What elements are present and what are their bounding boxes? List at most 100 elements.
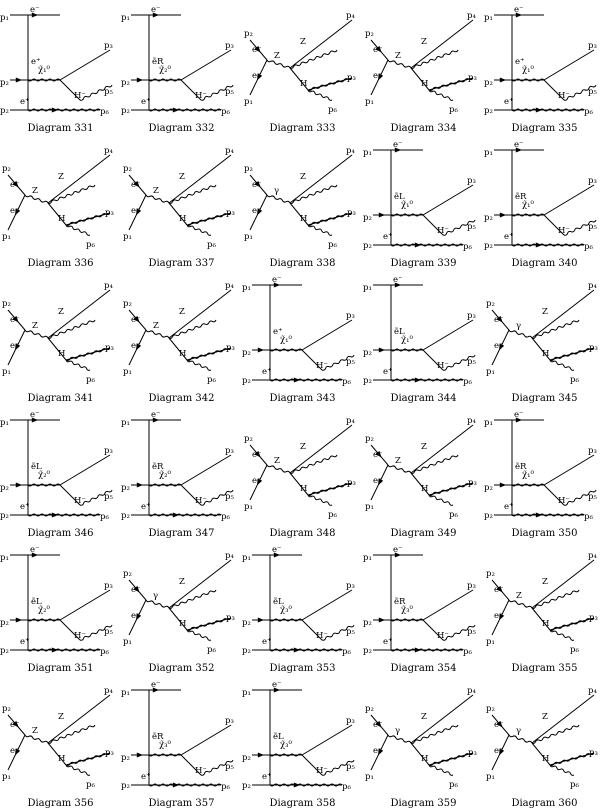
outgoing-boson (549, 629, 575, 641)
arrow-head (15, 77, 23, 83)
label-eL: ẽL (273, 596, 284, 607)
outgoing-boson (47, 184, 96, 204)
label-em: e⁻ (373, 746, 383, 756)
label-H: H (300, 79, 307, 89)
label-em: e⁻ (373, 720, 383, 730)
neutralino (148, 753, 182, 757)
neutralino (269, 753, 303, 757)
outgoing-line (410, 424, 474, 474)
label-p2: p₂ (486, 299, 495, 309)
outgoing-boson (442, 354, 476, 371)
label-p4: p₄ (225, 551, 234, 561)
diagram-caption: Diagram 348 (269, 528, 336, 539)
label-p6: p₆ (207, 375, 216, 385)
label-Hm: H⁻ (195, 91, 207, 101)
arrow-head (378, 212, 386, 218)
arrow-head (257, 752, 265, 758)
label-p2: p₂ (365, 704, 374, 714)
label-p1: p₁ (244, 232, 253, 242)
neutralino (27, 78, 61, 82)
label-p2: p₂ (484, 511, 493, 521)
label-gamma: γ (516, 321, 521, 331)
label-p6: p₆ (221, 782, 230, 792)
label-p6: p₆ (463, 377, 472, 387)
arrow-head (273, 687, 281, 693)
outgoing-line (47, 154, 111, 204)
label-H: H (542, 619, 549, 629)
outgoing-boson (200, 84, 234, 101)
outgoing-line (289, 154, 353, 204)
outgoing-boson (321, 624, 355, 641)
label-em: e⁻ (131, 585, 141, 595)
label-em: e⁻ (30, 5, 40, 15)
label-Z: Z (421, 37, 427, 47)
diagram-caption: Diagram 336 (27, 258, 94, 269)
outgoing-boson (321, 354, 355, 371)
diagram-caption: Diagram 344 (390, 393, 457, 404)
outgoing-line (531, 694, 595, 744)
label-p6: p₆ (328, 240, 337, 250)
outgoing-boson (186, 359, 212, 371)
label-p3: p₃ (105, 748, 114, 758)
label-em: e⁻ (494, 746, 504, 756)
arrow-head (496, 315, 503, 323)
internal-higgs (59, 79, 81, 101)
label-p2: p₂ (121, 483, 130, 493)
label-p4: p₄ (346, 11, 355, 21)
label-eL: ẽL (273, 731, 284, 742)
arrow-head (378, 617, 386, 623)
internal-higgs (422, 214, 444, 236)
outgoing-line (168, 154, 232, 204)
internal-higgs (301, 349, 323, 371)
label-ep: e⁺ (141, 97, 151, 107)
label-Z: Z (274, 51, 280, 61)
neutralino-out (148, 108, 222, 112)
label-p3: p₃ (468, 748, 477, 758)
label-ep: e⁺ (504, 502, 514, 512)
outgoing-boson (307, 494, 333, 506)
diagram-caption: Diagram 335 (511, 123, 578, 134)
neutralino-out (390, 243, 464, 247)
label-eR: ẽR (394, 596, 406, 607)
outgoing-boson (168, 319, 217, 339)
neutralino (148, 483, 182, 487)
outgoing (59, 589, 111, 621)
label-em: e⁻ (151, 410, 161, 420)
diagram-caption: Diagram 352 (148, 663, 215, 674)
label-p3: p₃ (467, 176, 476, 186)
label-p3: p₃ (225, 716, 234, 726)
label-em: e⁻ (393, 140, 403, 150)
label-p3: p₃ (589, 613, 598, 623)
neutralino-out (27, 648, 101, 652)
label-ep: e⁺ (262, 772, 272, 782)
label-chi30: χ̃₃⁰ (280, 604, 293, 615)
label-p4: p₄ (588, 281, 597, 291)
label-p2: p₂ (363, 646, 372, 656)
arrow-head (31, 12, 39, 18)
outgoing-chargino (549, 752, 595, 766)
label-p3: p₃ (347, 478, 356, 488)
neutralino (27, 483, 61, 487)
arrow-head (515, 12, 523, 18)
label-p2: p₂ (363, 348, 372, 358)
outgoing-chargino (65, 347, 111, 361)
diagram-caption: Diagram 349 (390, 528, 457, 539)
outgoing-chargino (186, 212, 232, 226)
label-H: H (421, 79, 428, 89)
diagram-caption: Diagram 343 (269, 393, 336, 404)
outgoing-line (531, 559, 595, 609)
outgoing-boson (549, 764, 575, 776)
arrow-head (15, 748, 21, 756)
outgoing (180, 724, 232, 756)
label-p1: p₁ (242, 283, 251, 293)
outgoing-line (168, 559, 232, 609)
